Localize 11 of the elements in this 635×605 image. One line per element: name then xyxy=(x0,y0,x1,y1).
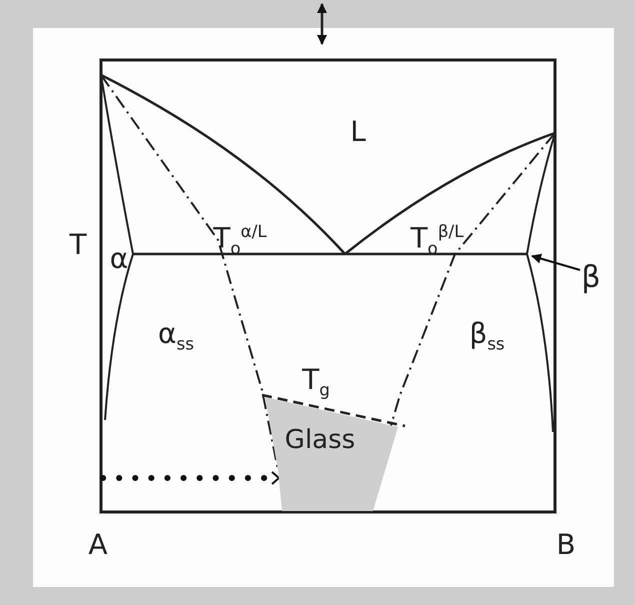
phase-label: β xyxy=(581,263,601,293)
liquid-region-label: L xyxy=(350,118,366,146)
phase-label: β$_{ss}$ xyxy=(469,320,505,352)
axis-label: B xyxy=(556,531,576,559)
axis-label: T xyxy=(69,231,87,259)
axis-label: A xyxy=(88,531,108,559)
region-label: Glass xyxy=(284,427,356,453)
leader-line xyxy=(531,254,580,271)
phase-label: α xyxy=(110,245,128,273)
phase-label: α$_{ss}$ xyxy=(158,320,194,352)
curve-label: T$_{g}$ xyxy=(302,366,330,398)
